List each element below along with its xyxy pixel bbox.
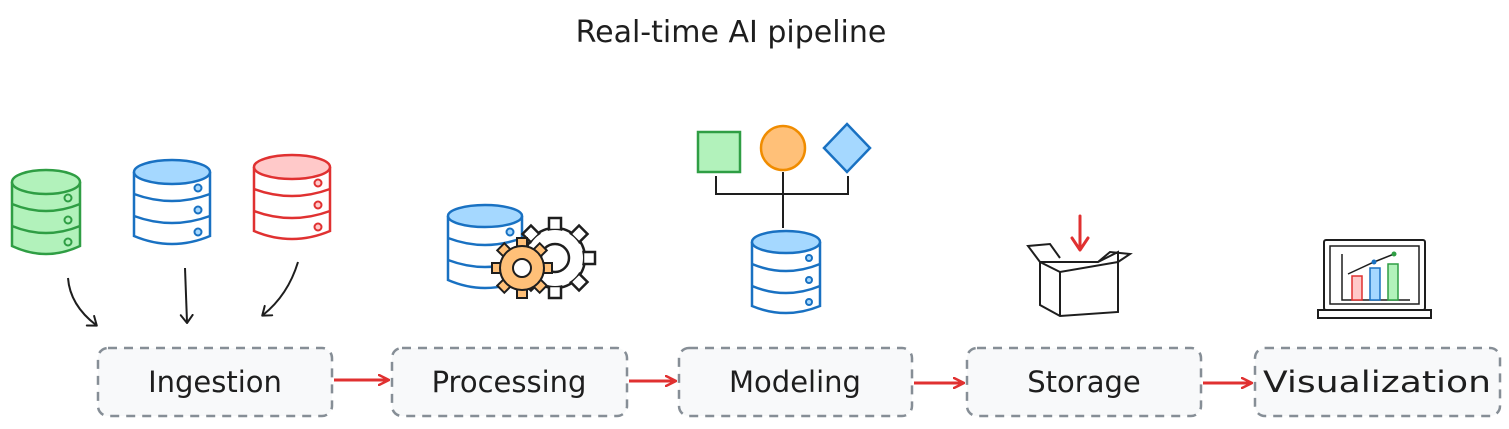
orange-gear-icon bbox=[491, 237, 553, 299]
stage-label: Processing bbox=[432, 365, 587, 399]
orange-circle-icon bbox=[759, 124, 807, 172]
red-down-arrow-icon bbox=[1070, 214, 1090, 252]
stage-modeling: Modeling bbox=[677, 346, 914, 418]
stage-processing: Processing bbox=[390, 346, 629, 418]
arrow-red-to-ingestion bbox=[261, 261, 299, 317]
diagram-title: Real-time AI pipeline bbox=[576, 15, 887, 50]
red-database-icon bbox=[252, 153, 332, 241]
processing-database-icon bbox=[446, 203, 524, 290]
stage-label: Storage bbox=[1027, 365, 1140, 399]
stage-ingestion: Ingestion bbox=[96, 346, 334, 418]
arrow-green-to-ingestion bbox=[67, 277, 98, 327]
stage-storage: Storage bbox=[965, 346, 1203, 418]
shapes-connector-lines bbox=[715, 172, 849, 228]
stage-label: Ingestion bbox=[148, 365, 282, 399]
blue-diamond-icon bbox=[822, 122, 872, 174]
blue-database-icon bbox=[132, 158, 212, 246]
stage-label: Visualization bbox=[1263, 365, 1491, 399]
green-square-icon bbox=[696, 130, 742, 174]
monitor-bar-chart-icon bbox=[1317, 239, 1432, 319]
box-icon bbox=[1026, 242, 1133, 318]
stage-visualization: Visualization bbox=[1253, 346, 1502, 418]
green-database-icon bbox=[10, 168, 82, 256]
modeling-database-icon bbox=[750, 229, 822, 315]
arrow-blue-to-ingestion bbox=[179, 267, 194, 324]
stage-label: Modeling bbox=[729, 365, 861, 399]
